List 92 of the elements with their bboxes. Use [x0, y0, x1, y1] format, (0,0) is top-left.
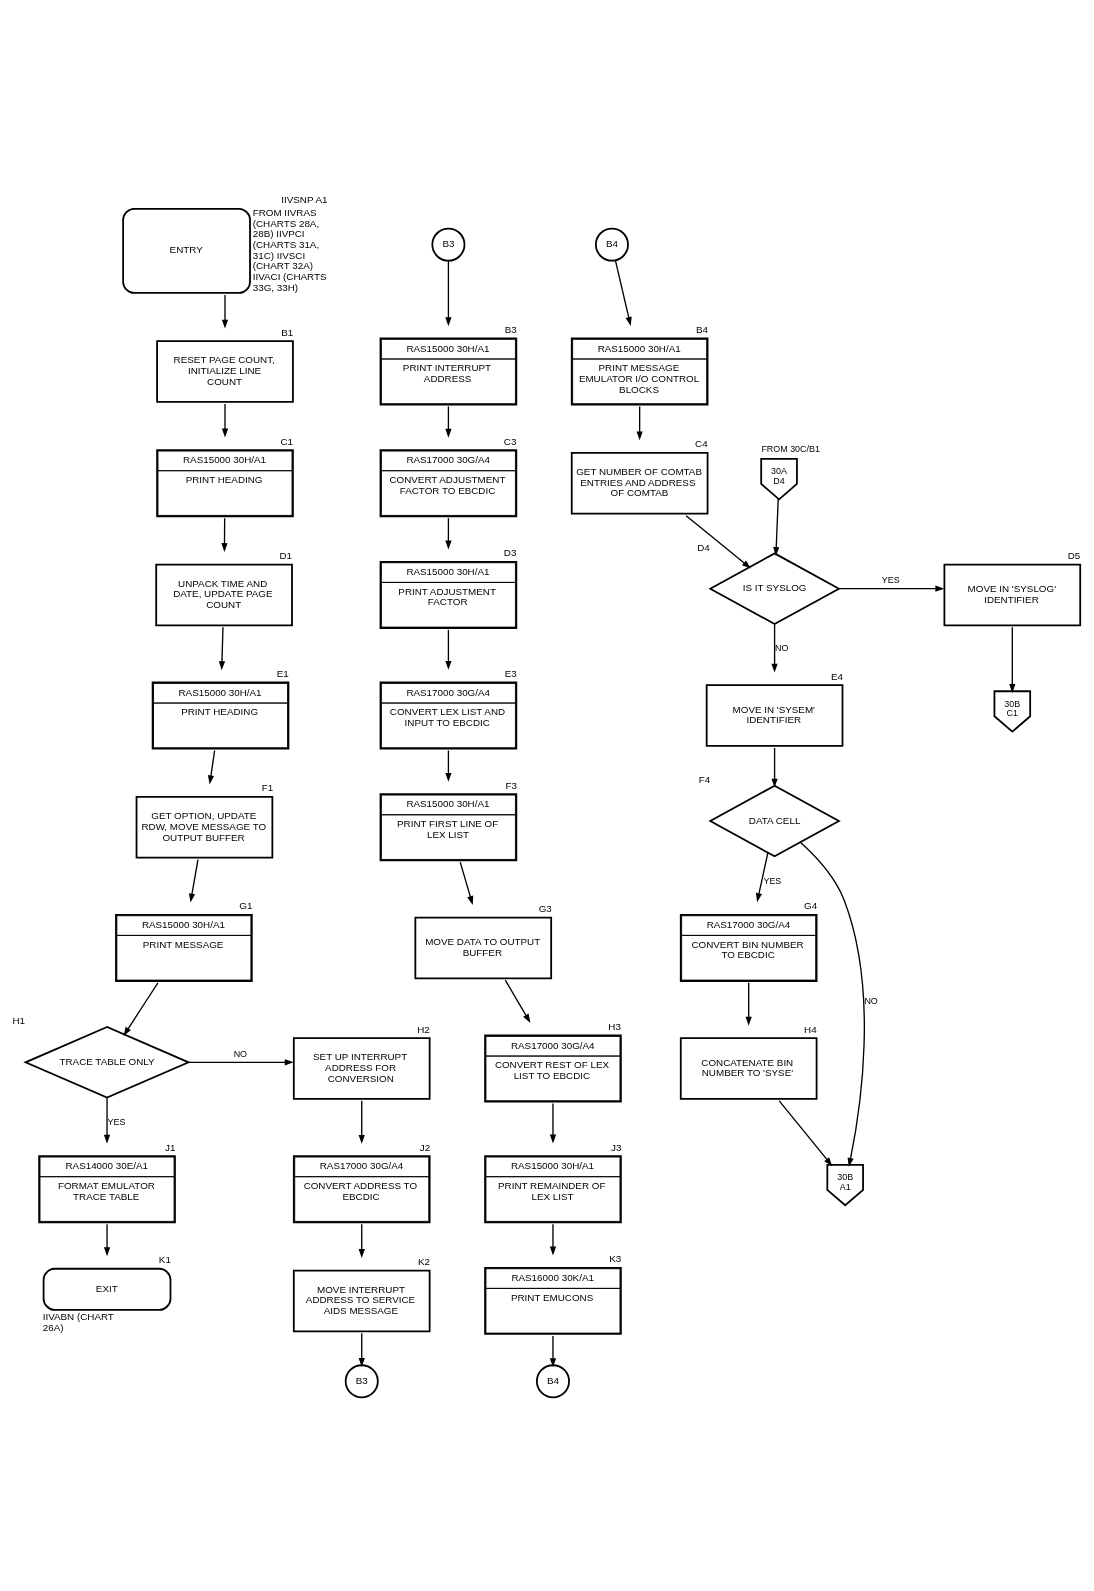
node-label: FROM IIVRAS (CHARTS 28A, 28B) IIVPCI (CHARTS 31A, 31C) IIVSCI (CHART 32A) IIVACI (CHARTS 33G, 33H) [252, 206, 327, 293]
node-circle: B4 [536, 1363, 570, 1398]
node-box: EXIT [42, 1267, 172, 1311]
node-label: D5 [1067, 549, 1081, 561]
node-label: G4 [804, 899, 818, 911]
edge-label: YES [881, 574, 900, 585]
arrow [549, 1102, 557, 1143]
node-circle: B3 [431, 227, 466, 262]
arrow [549, 1223, 557, 1255]
arrow [358, 1332, 365, 1367]
arrow [799, 841, 865, 1167]
node-label: K3 [609, 1252, 622, 1264]
node-box: GET NUMBER OF COMTAB ENTRIES AND ADDRESS OF COMTAB [570, 451, 709, 514]
arrow [445, 259, 452, 326]
arrow [445, 749, 452, 782]
node-label: D3 [503, 546, 517, 558]
node-label: D1 [279, 549, 293, 561]
edge-label: YES [107, 1116, 126, 1127]
node-box: MOVE INTERRUPT ADDRESS TO SERVICE AIDS MESSAGE [292, 1269, 431, 1332]
node-label: J1 [165, 1141, 176, 1153]
node-label: K2 [418, 1255, 431, 1267]
arrow [445, 628, 452, 670]
node-diamond: IS IT SYSLOG [708, 551, 841, 625]
arrow [207, 749, 216, 784]
edge-label: YES [763, 875, 782, 886]
node-label: E4 [830, 670, 843, 682]
arrow [614, 259, 632, 326]
node-circle: B3 [344, 1363, 379, 1398]
arrow [549, 1334, 557, 1367]
arrow [778, 1099, 833, 1166]
node-label: J3 [611, 1141, 622, 1153]
node-label: H2 [417, 1023, 430, 1035]
node-label: F3 [505, 779, 518, 791]
arrow [745, 981, 752, 1026]
node-box: MOVE IN 'SYSEM' IDENTIFIER [705, 683, 844, 747]
node-label: F1 [261, 781, 274, 793]
arrow [218, 626, 226, 670]
arrow [1009, 626, 1016, 693]
node-label: E1 [276, 667, 289, 679]
node-label: B4 [695, 323, 708, 335]
arrow [188, 1058, 294, 1065]
node-label: C1 [280, 435, 293, 447]
node-label: K1 [158, 1253, 171, 1265]
edge-label: NO [233, 1048, 248, 1059]
arrow [103, 1096, 111, 1144]
node-box: SET UP INTERRUPT ADDRESS FOR CONVERSION [292, 1036, 431, 1100]
arrow [445, 405, 452, 438]
node-label: D4 [697, 541, 710, 553]
node-box: RESET PAGE COUNT, INITIALIZE LINE COUNT [156, 339, 294, 403]
node-label: H4 [804, 1023, 817, 1035]
node-label: H3 [608, 1020, 621, 1032]
node-label: G1 [239, 899, 253, 911]
node-label: E3 [504, 667, 517, 679]
arrow [221, 517, 228, 552]
node-label: FROM 30C/B1 [761, 443, 820, 454]
node-label: J2 [419, 1141, 431, 1153]
edge-label: NO [775, 642, 789, 653]
node-box: ENTRY [122, 207, 251, 294]
arrow [504, 979, 531, 1023]
node-box: UNPACK TIME AND DATE, UPDATE PAGE COUNT [155, 563, 293, 626]
arrow [103, 1223, 111, 1256]
edge-label: NO [864, 995, 878, 1006]
arrow [358, 1099, 365, 1144]
arrow [221, 402, 229, 438]
arrow [838, 585, 945, 592]
node-box: CONCATENATE BIN NUMBER TO 'SYSE' [679, 1036, 818, 1100]
node-label: IIVSNP A1 [281, 193, 328, 205]
arrow [755, 851, 769, 902]
node-label: C3 [503, 435, 517, 447]
node-box: GET OPTION, UPDATE RDW, MOVE MESSAGE TO OUTPUT BUFFER [135, 795, 274, 859]
node-label: G3 [538, 902, 552, 914]
node-label: C4 [695, 437, 708, 449]
node-box: MOVE DATA TO OUTPUT BUFFER [414, 916, 553, 979]
arrow [123, 981, 159, 1036]
node-label: IIVABN (CHART 26A) [42, 1310, 114, 1333]
arrow [771, 746, 778, 788]
arrow [459, 861, 474, 905]
arrow [358, 1223, 365, 1258]
node-diamond: DATA CELL [708, 784, 841, 857]
node-circle: B4 [594, 227, 629, 262]
node-label: F4 [698, 773, 711, 785]
arrow [771, 623, 778, 673]
arrow [188, 858, 199, 903]
node-label: B1 [281, 326, 294, 338]
node-box: MOVE IN 'SYSLOG' IDENTIFIER [943, 563, 1082, 626]
arrow [445, 517, 452, 549]
arrow [773, 497, 780, 556]
arrow [685, 514, 751, 568]
arrow [636, 405, 643, 440]
arrow [221, 293, 229, 329]
node-label: B3 [504, 323, 517, 335]
node-label: H1 [12, 1014, 25, 1026]
